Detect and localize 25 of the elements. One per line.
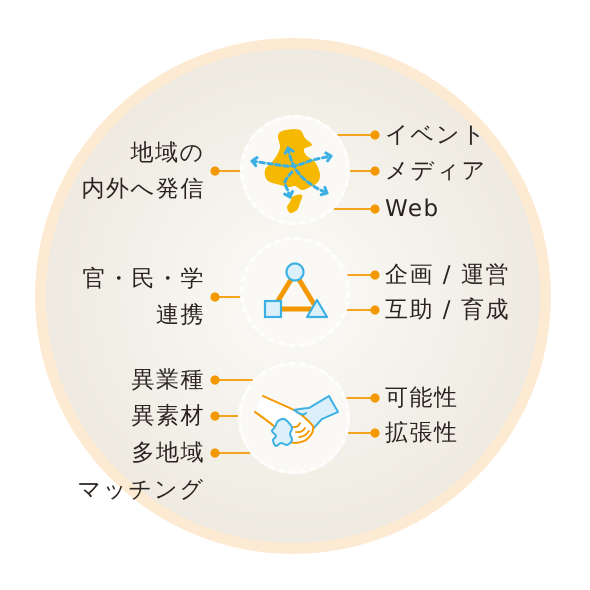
leader-line — [210, 411, 238, 421]
leader-line — [210, 375, 253, 385]
leader-line — [347, 270, 380, 280]
leader-line — [210, 292, 240, 302]
leader-line — [210, 166, 240, 176]
leader-line — [346, 393, 380, 403]
leader-line — [210, 448, 250, 458]
topic-label: 異素材 — [132, 398, 205, 434]
item-label: Web — [385, 191, 440, 227]
topic-label: マッチング — [78, 476, 205, 505]
item-label: 互助 / 育成 — [385, 292, 510, 328]
leader-line — [348, 428, 380, 438]
leader-line — [346, 305, 380, 315]
item-label: メディア — [385, 153, 487, 189]
topic-label: 多地域 — [132, 435, 205, 471]
leader-line — [334, 204, 380, 214]
item-label: 拡張性 — [385, 415, 458, 451]
item-label: イベント — [385, 117, 487, 153]
topic-label: 地域の内外へ発信 — [82, 135, 205, 207]
topic-label: 官・民・学連携 — [82, 261, 205, 333]
item-label: 企画 / 運営 — [385, 257, 510, 293]
item-label: 可能性 — [385, 380, 458, 416]
topic-label: 異業種 — [132, 362, 205, 398]
leader-line — [350, 166, 380, 176]
leader-line — [337, 130, 380, 140]
